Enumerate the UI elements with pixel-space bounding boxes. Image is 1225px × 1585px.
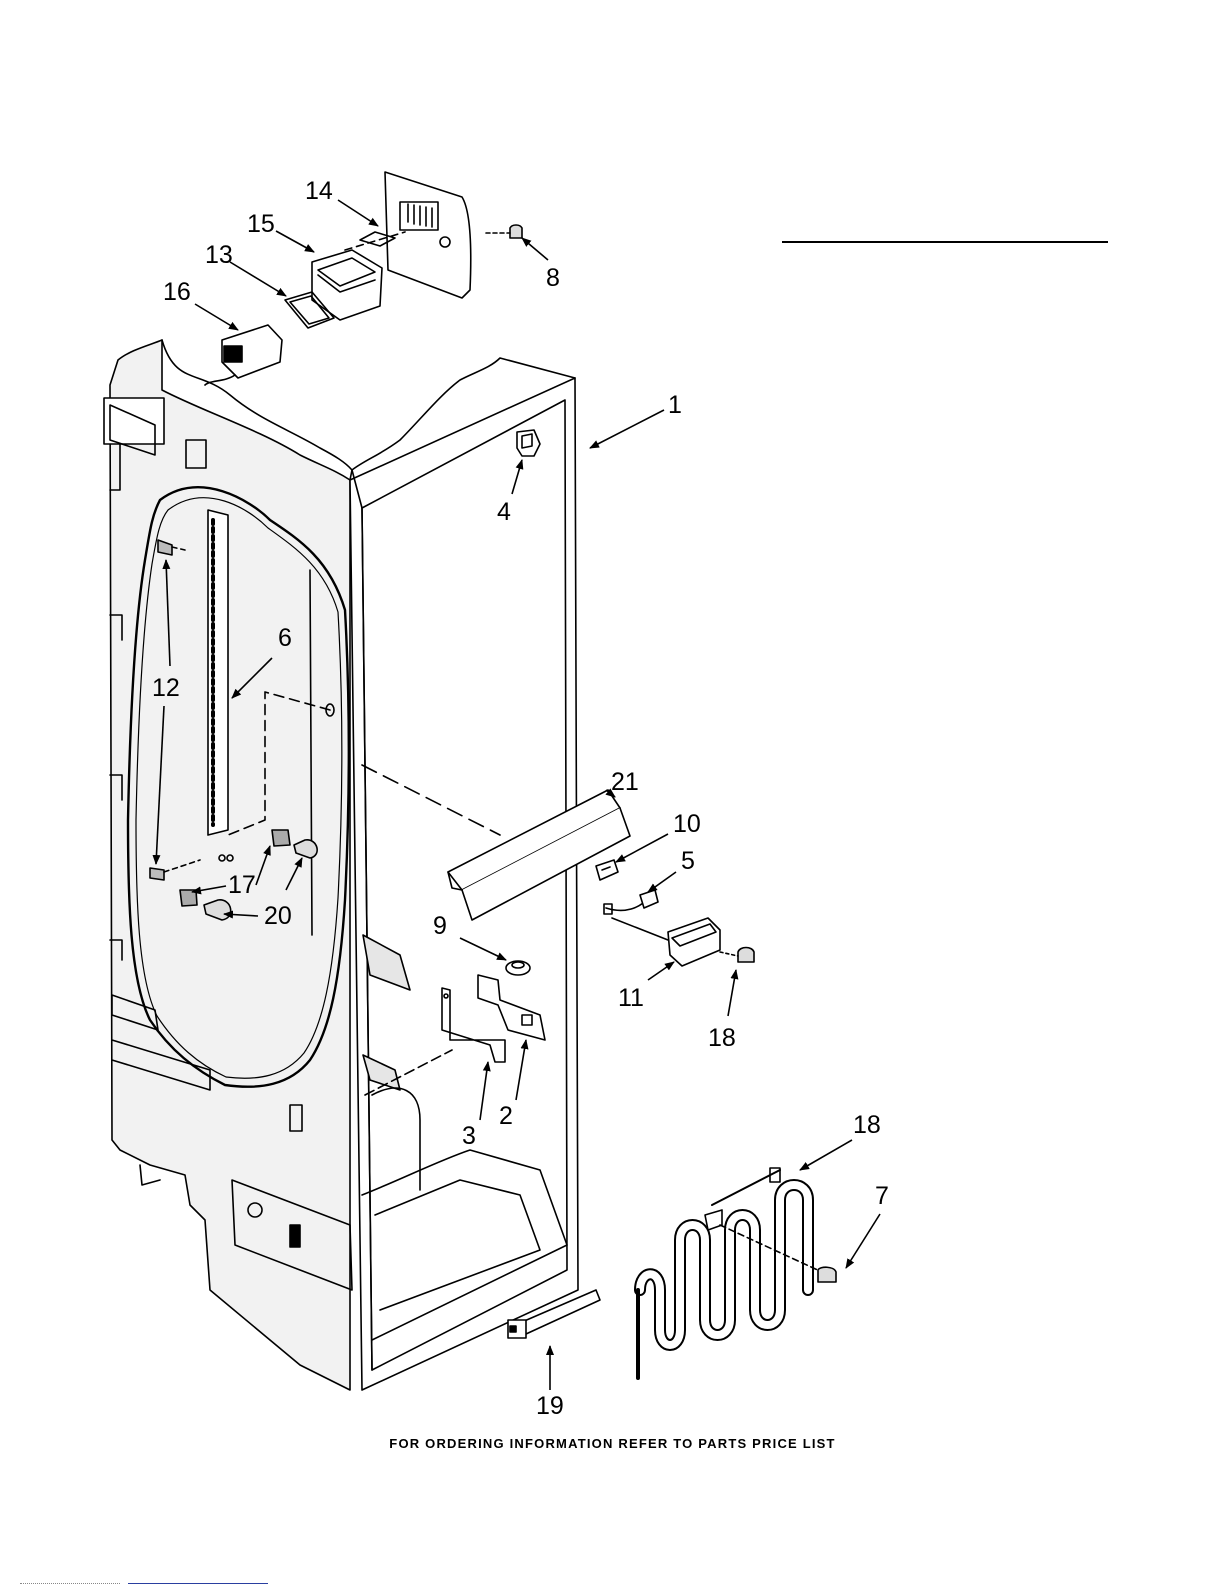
- blank-title-line: [782, 241, 1108, 243]
- callout-2: 2: [499, 1102, 513, 1130]
- lamp-socket-upper: [272, 830, 290, 846]
- callout-16: 16: [163, 278, 191, 306]
- callout-20: 20: [264, 902, 292, 930]
- leader-18-lower: [800, 1140, 852, 1170]
- callout-6: 6: [278, 624, 292, 652]
- page-edge-link-line: [128, 1583, 268, 1584]
- wire-harness-part-5: [604, 890, 658, 914]
- callout-11: 11: [618, 984, 644, 1012]
- leader-1: [590, 410, 664, 448]
- leader-8: [522, 238, 548, 260]
- callout-18-lower: 18: [853, 1111, 881, 1139]
- callout-8: 8: [546, 264, 560, 292]
- leader-11: [648, 962, 674, 980]
- callout-18-upper: 18: [708, 1024, 736, 1052]
- callout-1: 1: [668, 391, 682, 419]
- callout-19: 19: [536, 1392, 564, 1420]
- callout-5: 5: [681, 847, 695, 875]
- callout-7: 7: [875, 1182, 889, 1210]
- callout-4: 4: [497, 498, 511, 526]
- leader-18-upper: [728, 970, 736, 1016]
- leader-15: [276, 231, 314, 252]
- switch-part-11: [612, 918, 720, 966]
- callout-3: 3: [462, 1122, 476, 1150]
- screw-part-18-upper: [720, 948, 754, 963]
- callout-17: 17: [228, 871, 256, 899]
- callout-9: 9: [433, 912, 447, 940]
- defrost-heater-assembly: [638, 1168, 822, 1378]
- callout-15: 15: [247, 210, 275, 238]
- ordering-info-footer: FOR ORDERING INFORMATION REFER TO PARTS …: [0, 1436, 1225, 1451]
- clip-part-10: [596, 860, 618, 880]
- callout-13: 13: [205, 241, 233, 269]
- callout-10: 10: [673, 810, 701, 838]
- callout-12: 12: [152, 674, 180, 702]
- callout-21: 21: [611, 768, 639, 796]
- leader-5: [648, 872, 676, 892]
- leader-13: [230, 262, 286, 296]
- damper-control-part-16: [205, 325, 282, 385]
- leader-16: [195, 304, 238, 330]
- plug-part-9: [506, 961, 530, 975]
- leader-14: [338, 200, 378, 226]
- lamp-socket-lower: [180, 890, 197, 906]
- leader-7: [846, 1214, 880, 1268]
- callout-14: 14: [305, 177, 333, 205]
- screw-part-7: [818, 1267, 836, 1282]
- screw-part-8: [486, 225, 522, 238]
